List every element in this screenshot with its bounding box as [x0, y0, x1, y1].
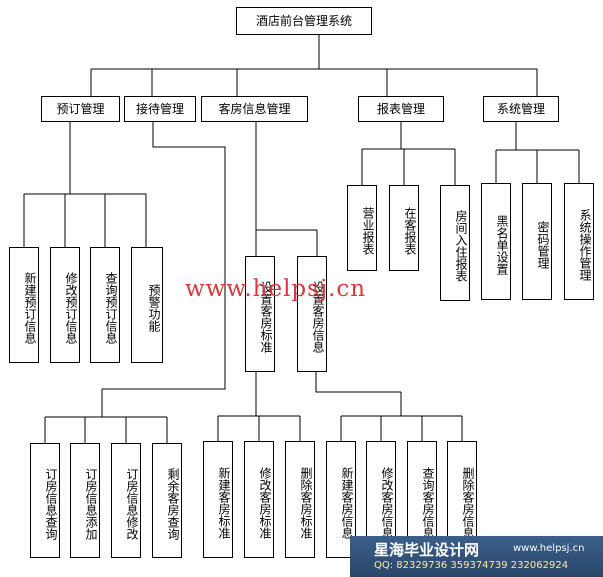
node-room-order-edit: 订房信息修改 [111, 443, 141, 558]
node-set-room-standard: 设置客房标准 [245, 256, 275, 372]
node-query-booking: 查询预订信息 [90, 247, 120, 363]
node-new-room-info: 新建客房信息 [326, 441, 356, 558]
node-system-ops: 系统操作管理 [564, 183, 594, 300]
node-room-info: 客房信息管理 [201, 96, 308, 122]
node-room-order-query: 订房信息查询 [30, 443, 60, 558]
node-set-room-info: 设置客房信息 [297, 256, 327, 372]
node-business-report: 营业报表 [347, 185, 377, 271]
node-edit-booking: 修改预订信息 [50, 247, 80, 363]
node-system: 系统管理 [483, 96, 559, 122]
footer-qq: QQ: 82329736 359374739 232062924 [374, 560, 569, 571]
node-warning: 预警功能 [131, 247, 163, 363]
node-room-order-add: 订房信息添加 [70, 443, 100, 558]
node-new-room-standard: 新建客房标准 [203, 441, 233, 558]
node-delete-room-standard: 删除客房标准 [285, 441, 315, 558]
node-blacklist: 黑名单设置 [481, 183, 511, 300]
node-guest-report: 在客报表 [389, 185, 419, 271]
footer-title: 星海毕业设计网 [374, 541, 480, 559]
node-checkin-report: 房间入住报表 [440, 185, 470, 301]
footer-banner: 星海毕业设计网 www.helpsj.cn QQ: 82329736 35937… [350, 536, 603, 577]
node-remaining-rooms: 剩余客房查询 [152, 443, 182, 558]
node-root: 酒店前台管理系统 [236, 7, 372, 35]
node-password: 密码管理 [522, 183, 552, 300]
node-booking: 预订管理 [41, 96, 120, 122]
node-edit-room-standard: 修改客房标准 [244, 441, 274, 558]
watermark-url: www.helpsj.cn [185, 276, 367, 302]
node-reports: 报表管理 [358, 96, 444, 122]
footer-url: www.helpsj.cn [513, 543, 585, 554]
node-reception: 接待管理 [124, 96, 196, 122]
node-new-booking: 新建预订信息 [9, 247, 39, 363]
